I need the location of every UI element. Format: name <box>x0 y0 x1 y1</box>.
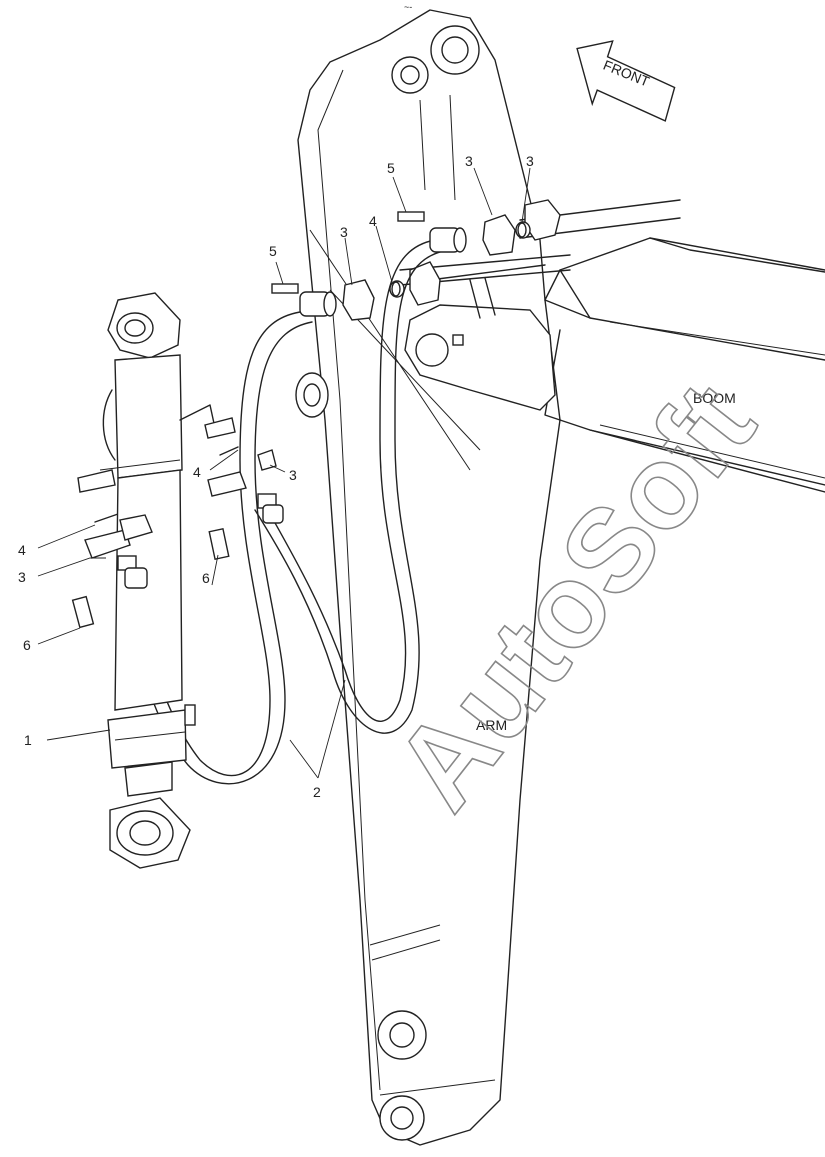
callout-5-lower: 5 <box>269 243 277 259</box>
arm-cylinder <box>99 292 216 869</box>
callout-1: 1 <box>24 732 32 748</box>
callout-6-side: 6 <box>202 570 210 586</box>
arm-side-hole <box>295 372 329 418</box>
front-arrow: FRONT <box>576 40 676 122</box>
watermark: AutoSoft <box>369 359 780 833</box>
arm-outline <box>297 9 561 1146</box>
callout-6-cylinder: 6 <box>23 637 31 653</box>
o-rings-item-4 <box>94 222 527 523</box>
top-mark: ~- <box>404 2 412 12</box>
callout-4-side: 4 <box>193 464 201 480</box>
callout-3-upper-flange: 3 <box>465 153 473 169</box>
callout-numbers: 1 2 3 3 3 3 4 4 4 3 5 5 6 6 <box>18 153 534 800</box>
boom-label: BOOM <box>693 390 736 406</box>
cylinder-fittings <box>117 493 284 589</box>
bolts-item-6 <box>71 528 230 629</box>
callout-3-lower-flange: 3 <box>340 224 348 240</box>
arm-top-pins <box>391 25 480 201</box>
callout-4-lower: 4 <box>369 213 377 229</box>
callout-2: 2 <box>313 784 321 800</box>
hoses <box>119 227 467 785</box>
pipe-flanges <box>342 199 561 321</box>
arm-bottom-pins <box>377 1010 427 1141</box>
arm-label: ARM <box>476 717 507 733</box>
callout-3-cylinder: 3 <box>18 569 26 585</box>
callout-3-side: 3 <box>289 467 297 483</box>
bolts-item-5 <box>271 211 425 294</box>
leader-lines <box>37 167 531 779</box>
callout-4-upper: 3 <box>526 153 534 169</box>
callout-4-cylinder: 4 <box>18 542 26 558</box>
clamps-item-3 <box>77 417 277 559</box>
boom-bracket <box>404 304 556 411</box>
callout-5-upper: 5 <box>387 160 395 176</box>
